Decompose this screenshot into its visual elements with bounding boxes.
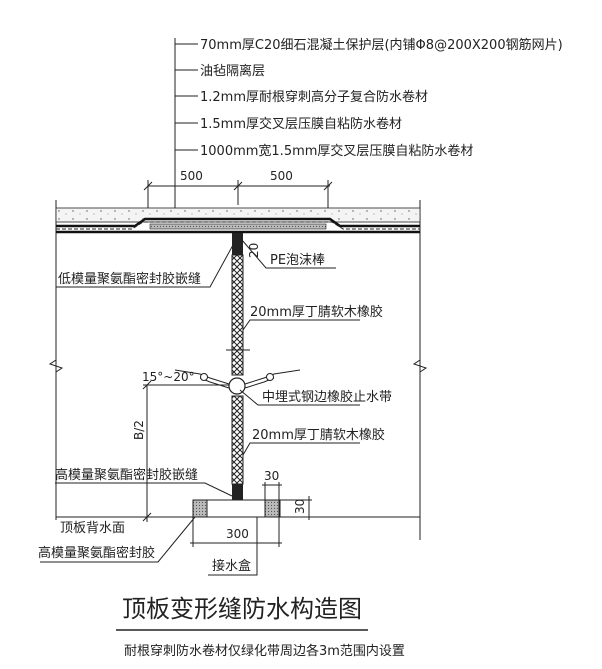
callout-waterstop: 中埋式钢边橡胶止水带 [262, 389, 392, 405]
layer-label: 1000mm宽1.5mm厚交叉层压膜自粘防水卷材 [200, 143, 473, 159]
callout-pe-rod: PE泡沫棒 [270, 253, 325, 268]
expansion-joint [226, 233, 250, 500]
drawing-title: 顶板变形缝防水构造图 [122, 595, 362, 623]
water-box [192, 499, 281, 518]
layer-label: 油毡隔离层 [200, 63, 265, 79]
callout-low-modulus-sealant: 低模量聚氨酯密封胶嵌缝 [58, 271, 201, 287]
layer-label: 1.2mm厚耐根穿刺高分子复合防水卷材 [200, 89, 428, 105]
dimension-gap-30: 30 [264, 469, 279, 483]
callout-high-modulus-sealant: 高模量聚氨酯密封胶 [38, 545, 155, 561]
callout-cork-rubber-top: 20mm厚丁腈软木橡胶 [250, 304, 383, 320]
layer-label: 1.5mm厚交叉层压膜自粘防水卷材 [200, 116, 402, 132]
dimension-angle: 15°~20° [142, 370, 195, 384]
top-dimension: 500 500 [143, 169, 333, 215]
layer-label: 70mm厚C20细石混凝土保护层(内铺Φ8@200X200钢筋网片) [200, 37, 563, 53]
dimension-height-30: 30 [293, 499, 307, 514]
layer-leaders: 70mm厚C20细石混凝土保护层(内铺Φ8@200X200钢筋网片) 油毡隔离层… [174, 37, 563, 215]
dimension-left-500: 500 [180, 169, 203, 183]
callout-slab-underside: 顶板背水面 [60, 521, 125, 536]
half-b-dimension: B/2 15°~20° [132, 370, 229, 522]
dimension-width-300: 300 [226, 527, 249, 541]
callout-cork-rubber-bottom: 20mm厚丁腈软木橡胶 [252, 427, 385, 443]
waterstop [174, 369, 301, 395]
callouts: PE泡沫棒 低模量聚氨酯密封胶嵌缝 20mm厚丁腈软木橡胶 中埋式钢边橡胶止水带… [38, 239, 392, 576]
small-dimensions: 20 30 30 300 [190, 243, 312, 547]
callout-water-box: 接水盒 [212, 558, 251, 574]
slab-section [48, 200, 428, 540]
dimension-foam-20: 20 [247, 243, 261, 258]
callout-high-modulus-sealant-joint: 高模量聚氨酯密封胶嵌缝 [55, 467, 198, 483]
drawing-note: 耐根穿刺防水卷材仅绿化带周边各3m范围内设置 [124, 643, 405, 659]
dimension-half-b: B/2 [132, 420, 146, 440]
dimension-right-500: 500 [270, 169, 293, 183]
